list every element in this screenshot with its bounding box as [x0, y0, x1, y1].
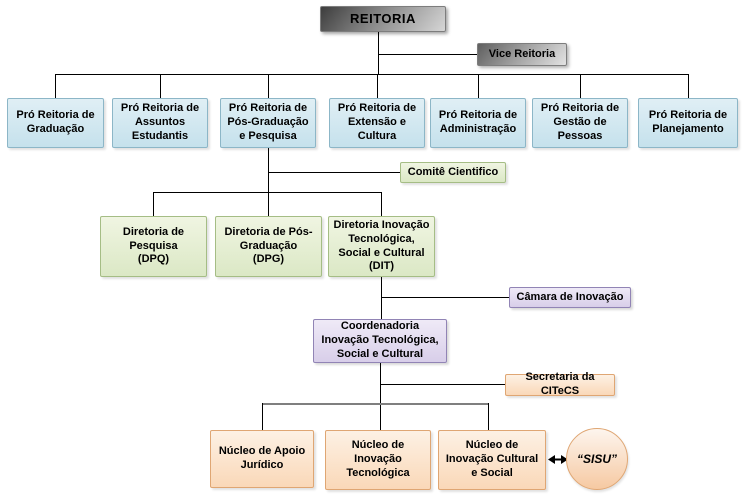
connector-drop-l2-2	[268, 192, 269, 216]
sisu-circle: “SISU”	[566, 428, 628, 490]
box-diretoria-pos-graduacao: Diretoria de Pós- Graduação (DPG)	[215, 216, 322, 277]
box-pro-reitoria-pos-graduacao-pesquisa: Pró Reitoria de Pós-Graduação e Pesquisa	[220, 98, 316, 148]
box-reitoria: REITORIA	[320, 6, 446, 32]
box-pro-reitoria-assuntos-estudantis: Pró Reitoria de Assuntos Estudantis	[112, 98, 208, 148]
double-arrow-icon	[548, 453, 568, 471]
connector-bus-level2	[153, 192, 381, 193]
box-pro-reitoria-extensao-cultura: Pró Reitoria de Extensão e Cultura	[329, 98, 425, 148]
box-vice-reitoria: Vice Reitoria	[477, 43, 567, 66]
connector-bus-level3	[262, 403, 488, 405]
connector-drop-l1-5	[478, 74, 479, 98]
connector-comite-branch	[268, 172, 400, 173]
box-nucleo-apoio-juridico: Núcleo de Apoio Jurídico	[210, 430, 314, 488]
connector-drop-l3-1	[262, 403, 263, 430]
connector-drop-l1-3	[268, 74, 269, 98]
box-comite-cientifico: Comitê Cientifico	[400, 162, 506, 183]
connector-drop-l1-1	[55, 74, 56, 98]
connector-dit-drop	[381, 277, 382, 319]
box-diretoria-pesquisa: Diretoria de Pesquisa (DPQ)	[100, 216, 207, 277]
connector-drop-l1-2	[160, 74, 161, 98]
connector-drop-l1-6	[580, 74, 581, 98]
box-coordenadoria-citecs: Coordenadoria Inovação Tecnológica, Soci…	[313, 319, 447, 363]
connector-root-drop	[378, 32, 379, 74]
connector-drop-l2-1	[153, 192, 154, 216]
connector-drop-l3-3	[488, 403, 489, 430]
connector-bus-level1	[55, 74, 688, 75]
box-pro-reitoria-administracao: Pró Reitoria de Administração	[430, 98, 526, 148]
box-pro-reitoria-graduacao: Pró Reitoria de Graduação	[7, 98, 104, 148]
box-nucleo-inovacao-tecnologica: Núcleo de Inovação Tecnológica	[325, 430, 431, 490]
box-secretaria-citecs: Secretaria da CITeCS	[505, 371, 615, 397]
connector-drop-l1-7	[688, 74, 689, 98]
connector-drop-l1-4	[377, 74, 378, 98]
connector-vice-branch	[378, 54, 477, 55]
box-diretoria-inovacao-dit: Diretoria Inovação Tecnológica, Social e…	[328, 216, 435, 277]
connector-drop-l2-3	[381, 192, 382, 216]
box-pro-reitoria-gestao-pessoas: Pró Reitoria de Gestão de Pessoas	[532, 98, 628, 148]
box-nucleo-inovacao-cultural-social: Núcleo de Inovação Cultural e Social	[438, 430, 546, 490]
connector-secretaria-branch	[380, 384, 505, 385]
connector-coordenadoria-drop	[380, 363, 381, 430]
box-pro-reitoria-planejamento: Pró Reitoria de Planejamento	[638, 98, 738, 148]
connector-posgrad-drop	[268, 148, 269, 192]
box-camara-inovacao: Câmara de Inovação	[509, 287, 631, 308]
connector-camara-branch	[381, 297, 509, 298]
